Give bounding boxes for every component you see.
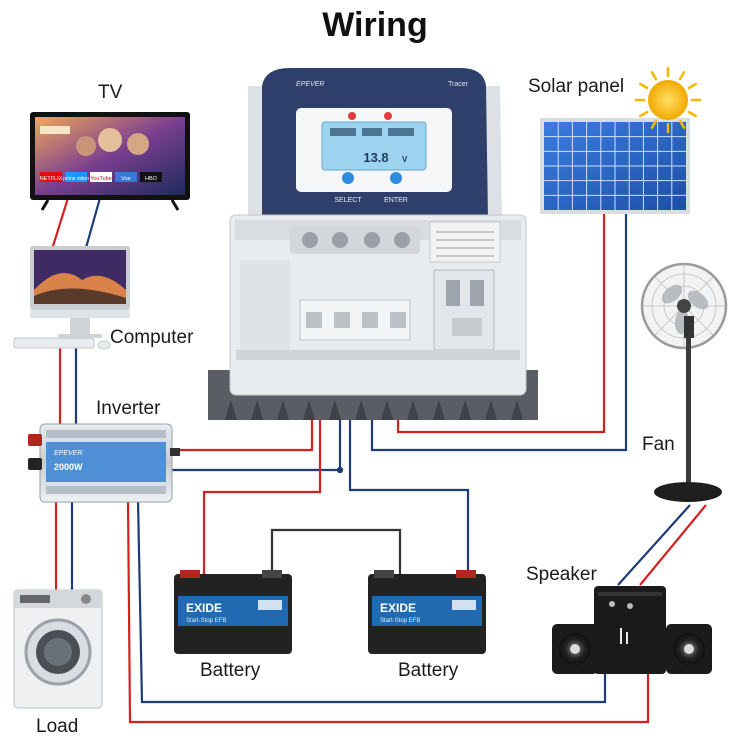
diagram-title: Wiring bbox=[322, 6, 428, 44]
tv-tile-4: Vue bbox=[121, 176, 131, 182]
label-speaker: Speaker bbox=[526, 564, 597, 585]
controller-display-value: 13.8 bbox=[363, 150, 388, 165]
solar-panel-device bbox=[540, 118, 690, 214]
controller-brand: EPEVER bbox=[296, 81, 324, 88]
inverter-rating: 2000W bbox=[54, 462, 83, 472]
tv-tile-1: NETFLIX bbox=[40, 176, 63, 182]
tv-tile-2: prime video bbox=[63, 176, 89, 182]
tv-device: NETFLIX prime video YouTube Vue HBO bbox=[30, 112, 190, 211]
label-tv: TV bbox=[98, 82, 123, 103]
fan-device bbox=[640, 262, 728, 502]
tv-tile-5: HBO bbox=[145, 176, 158, 182]
washing-machine-device bbox=[13, 589, 103, 709]
label-solar-panel: Solar panel bbox=[528, 76, 625, 97]
label-fan: Fan bbox=[642, 434, 675, 455]
wire-junction bbox=[336, 466, 344, 474]
label-battery-left: Battery bbox=[200, 660, 261, 681]
tv-tile-3: YouTube bbox=[90, 176, 112, 182]
label-inverter: Inverter bbox=[96, 398, 161, 419]
inverter-device: EPEVER 2000W bbox=[28, 423, 180, 503]
tv-app-tiles: NETFLIX prime video YouTube Vue HBO bbox=[40, 172, 162, 182]
enter-label: ENTER bbox=[384, 197, 408, 204]
sun-icon bbox=[634, 66, 702, 134]
label-load: Load bbox=[36, 716, 79, 737]
solar-cell-grid bbox=[544, 122, 686, 210]
select-button bbox=[342, 172, 354, 184]
battery-right-subtitle: Start-Stop EFB bbox=[380, 618, 420, 624]
enter-button bbox=[390, 172, 402, 184]
controller-model: Tracer bbox=[448, 81, 469, 88]
controller-display-unit: V bbox=[402, 155, 408, 164]
wire-fan-speaker-red bbox=[639, 504, 707, 586]
inverter-brand: EPEVER bbox=[54, 450, 82, 457]
wire-battery-link bbox=[270, 528, 402, 578]
speaker-device bbox=[552, 586, 712, 674]
label-battery-right: Battery bbox=[398, 660, 459, 681]
battery-left-subtitle: Start-Stop EFB bbox=[186, 618, 226, 624]
battery-left-device: EXIDE Start-Stop EFB bbox=[174, 570, 292, 654]
computer-device bbox=[13, 246, 130, 350]
battery-left-brand: EXIDE bbox=[186, 601, 222, 615]
charge-controller: EPEVER Tracer 13.8 V SELECT ENTER bbox=[208, 68, 538, 420]
label-computer: Computer bbox=[110, 327, 194, 348]
select-label: SELECT bbox=[334, 197, 362, 204]
wire-fan-speaker-blue bbox=[617, 504, 691, 586]
battery-right-device: EXIDE Start-Stop EFB bbox=[368, 570, 486, 654]
wire-inverter-speaker-red bbox=[126, 499, 650, 724]
wire-inverter-speaker-blue bbox=[136, 499, 607, 704]
battery-right-brand: EXIDE bbox=[380, 601, 416, 615]
